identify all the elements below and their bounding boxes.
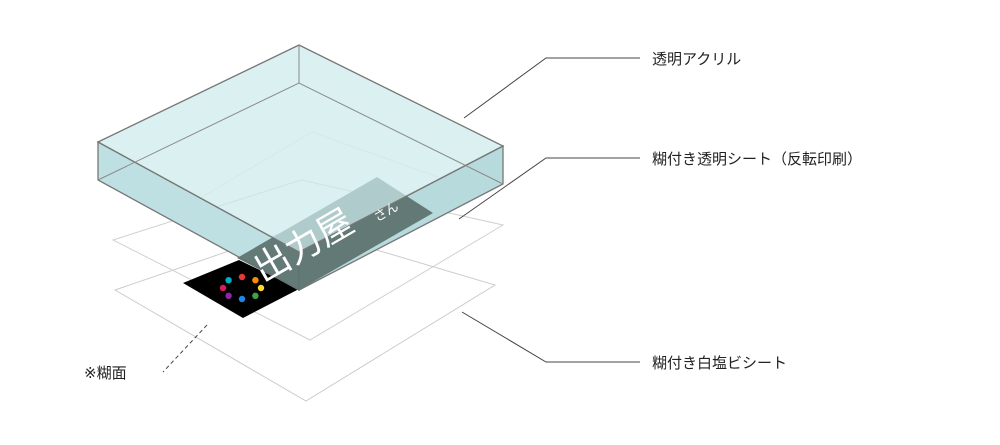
label-transparent-sheet: 糊付き透明シート（反転印刷） [652,150,862,168]
leader-line-acrylic [463,57,640,119]
color-dot [252,277,259,284]
leader-line-white-sheet [461,311,640,363]
color-dot [238,295,246,303]
label-acrylic: 透明アクリル [652,50,741,68]
color-dot [225,277,232,284]
color-dot [219,284,227,292]
color-dots-ring [219,273,265,303]
label-white-sheet: 糊付き白塩ビシート [652,354,787,372]
color-dot [252,292,259,299]
acrylic-top-face [96,44,505,253]
leader-line-transparent-sheet [458,157,640,220]
label-adhesive-note: ※糊面 [84,364,127,382]
color-dot [238,273,246,281]
leader-line-adhesive [162,324,208,373]
logo-square [183,260,299,318]
color-dot [225,292,232,299]
color-dot [257,284,265,292]
